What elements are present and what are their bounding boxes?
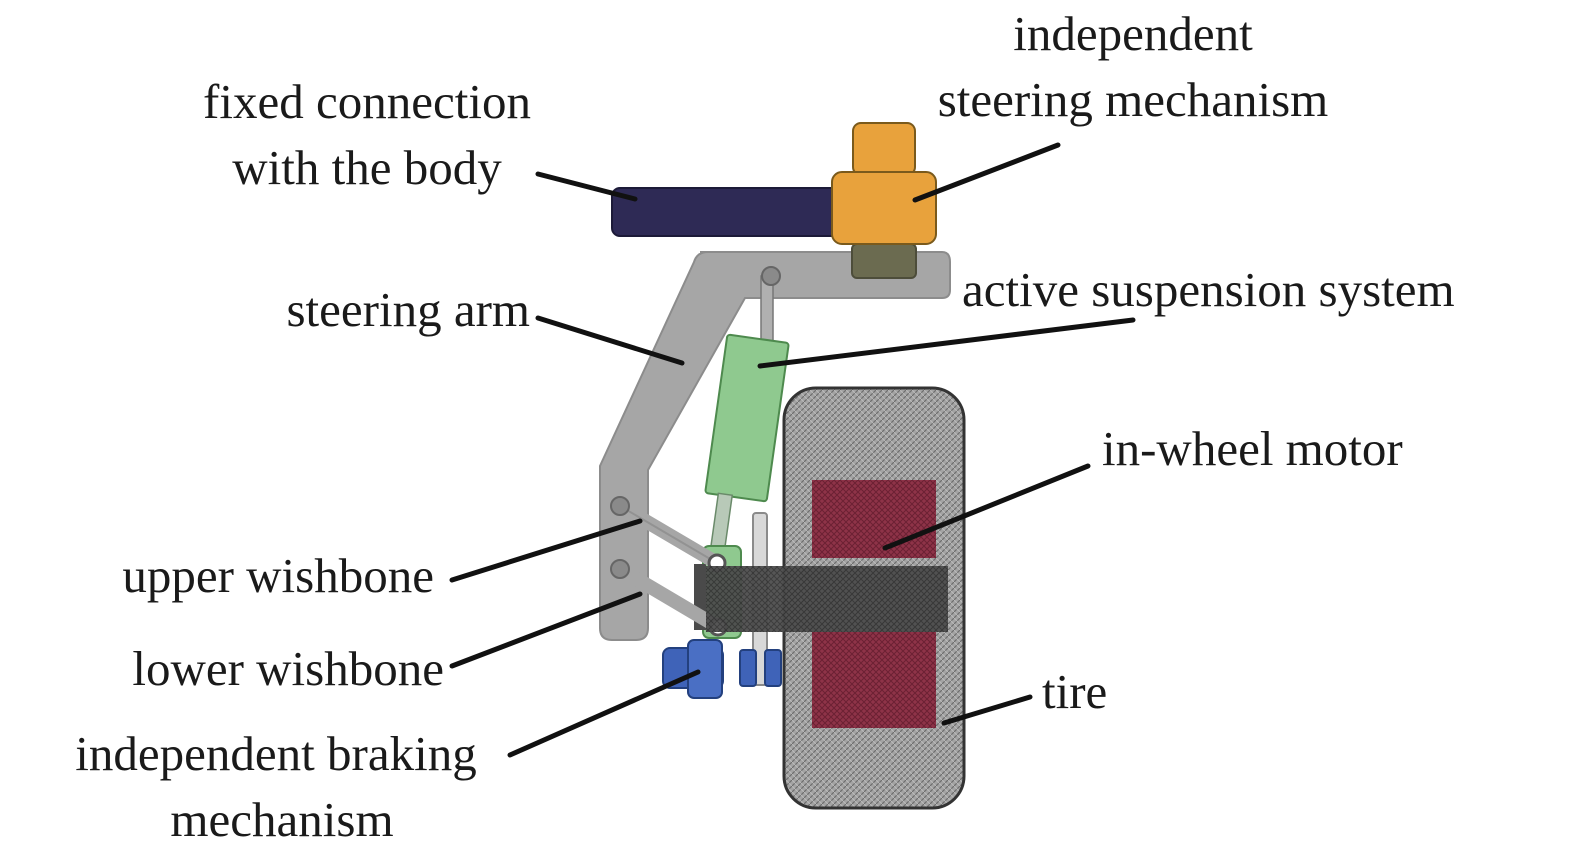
label-tire: tire [1042,664,1107,719]
leader-fixed-connection [535,171,638,202]
lower-wishbone-shape [613,562,725,634]
label-lower-wishbone: lower wishbone [132,641,444,696]
label-independent-braking-2: mechanism [170,792,393,847]
leader-independent-steering [912,142,1061,203]
label-independent-braking-1: independent braking [75,726,476,781]
brake-caliper-right [764,649,782,687]
body-connection-bar [611,187,848,237]
leader-in-wheel-motor [882,463,1091,551]
motor-upper [812,480,936,558]
strut-rod [760,275,774,347]
leader-independent-braking [507,669,701,758]
label-upper-wishbone: upper wishbone [122,548,434,603]
label-independent-steering-1: independent [1013,6,1253,61]
leader-steering-arm [535,315,685,366]
leader-upper-wishbone [449,518,643,583]
strut-top-pivot [761,266,781,286]
label-steering-arm: steering arm [286,282,530,337]
brake-caliper-left [739,649,757,687]
label-active-suspension: active suspension system [962,262,1455,317]
label-independent-steering-2: steering mechanism [938,72,1329,127]
steering-mount-stub [851,243,917,279]
label-fixed-connection-1: fixed connection [203,74,531,129]
upper-wishbone-shape [613,499,724,570]
motor-lower [812,632,936,728]
upper-wishbone-edge [619,505,718,564]
strut-cylinder [704,333,790,503]
steering-mechanism-top [852,122,916,176]
upper-wishbone-inner-pivot [610,496,630,516]
steering-mechanism-body [831,171,937,245]
label-fixed-connection-2: with the body [232,140,502,195]
lower-wishbone-inner-pivot [610,559,630,579]
label-in-wheel-motor: in-wheel motor [1102,421,1403,476]
brake-actuator-front [687,639,723,699]
steering-arm-shape [599,251,951,641]
leader-lower-wishbone [449,591,643,669]
axle [706,566,948,632]
leader-active-suspension [757,317,1136,369]
leader-tire [941,694,1033,726]
